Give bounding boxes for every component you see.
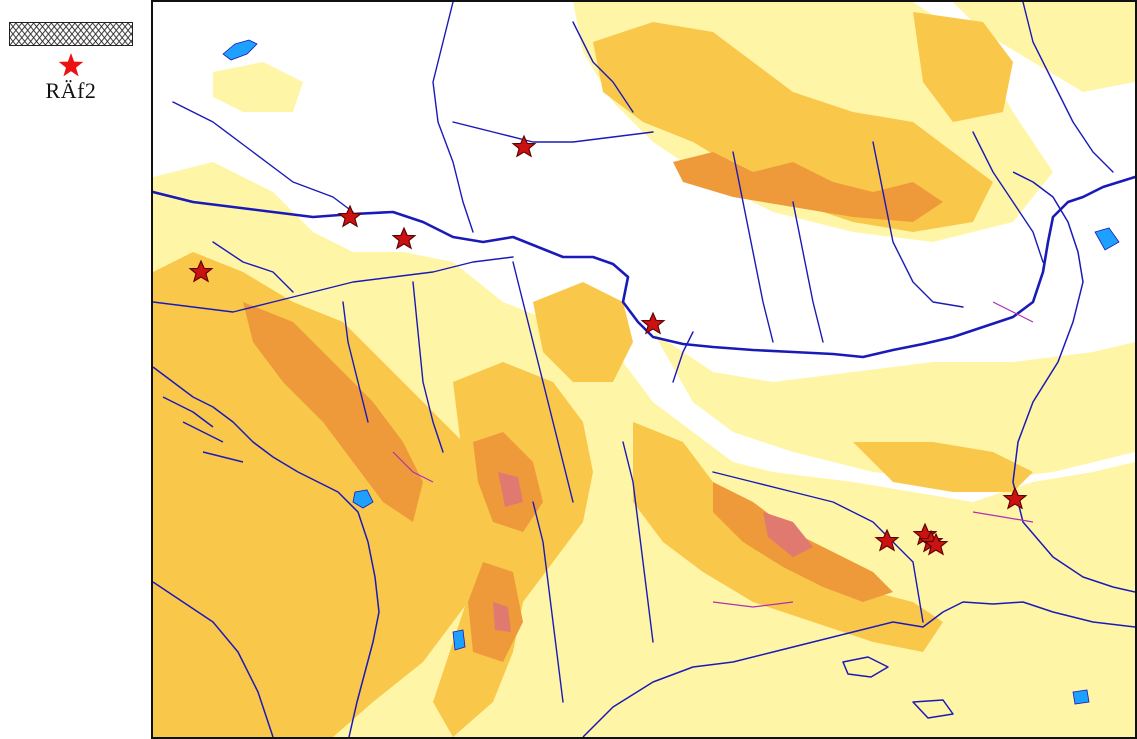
sava-river (153, 256, 514, 313)
map-legend: RÄf2 (8, 22, 134, 104)
aegean-island-lake (1072, 689, 1090, 705)
site-marker[interactable] (923, 532, 949, 556)
dniester-river (1022, 2, 1114, 173)
crosshatch-pattern-icon (9, 22, 133, 46)
site-marker[interactable] (874, 528, 900, 552)
iskar-river (672, 331, 694, 383)
aegean-coast (582, 601, 1135, 737)
site-marker[interactable] (1002, 486, 1028, 510)
legend-label: RÄf2 (45, 78, 97, 103)
map-frame (151, 0, 1137, 739)
aegean-island (842, 656, 889, 678)
prut-river (972, 131, 1044, 263)
rivers (153, 2, 1135, 703)
tisza-river (432, 2, 474, 233)
site-marker[interactable] (511, 134, 537, 158)
relief-map (153, 2, 1135, 737)
canal-aegean (712, 601, 794, 608)
tributary-north (572, 21, 634, 113)
drina-river (412, 281, 444, 453)
drava-river (172, 101, 354, 213)
adriatic-islands (162, 396, 244, 463)
adriatic-coast (153, 366, 380, 737)
lake-ohrid (452, 629, 466, 651)
delta-lagoon (1094, 227, 1120, 251)
morava-river (512, 261, 574, 503)
relief-peak-layer (493, 472, 813, 632)
siret-river (872, 141, 964, 308)
lake-balaton (222, 39, 258, 61)
bosna-river (342, 301, 369, 423)
italian-coast (153, 581, 274, 737)
danube-river (153, 175, 1135, 359)
canal-east (972, 511, 1034, 523)
site-marker[interactable] (391, 226, 417, 250)
maritsa-river (712, 471, 924, 623)
canals (392, 301, 1034, 608)
site-marker[interactable] (188, 259, 214, 283)
site-marker[interactable] (337, 204, 363, 228)
danube-black-sea-canal (992, 301, 1034, 323)
canal-south (392, 451, 434, 483)
vardar-river (532, 501, 564, 703)
tributary-west (212, 241, 294, 293)
mures-river (452, 121, 654, 143)
struma-river (622, 441, 654, 643)
red-star-icon (58, 53, 84, 77)
site-marker[interactable] (640, 311, 666, 335)
olt-river (732, 151, 774, 343)
arges-river (792, 201, 824, 343)
lake-scutari (352, 489, 374, 509)
aegean-island-2 (912, 699, 954, 719)
site-markers (188, 134, 1028, 556)
water-bodies (222, 39, 1120, 705)
